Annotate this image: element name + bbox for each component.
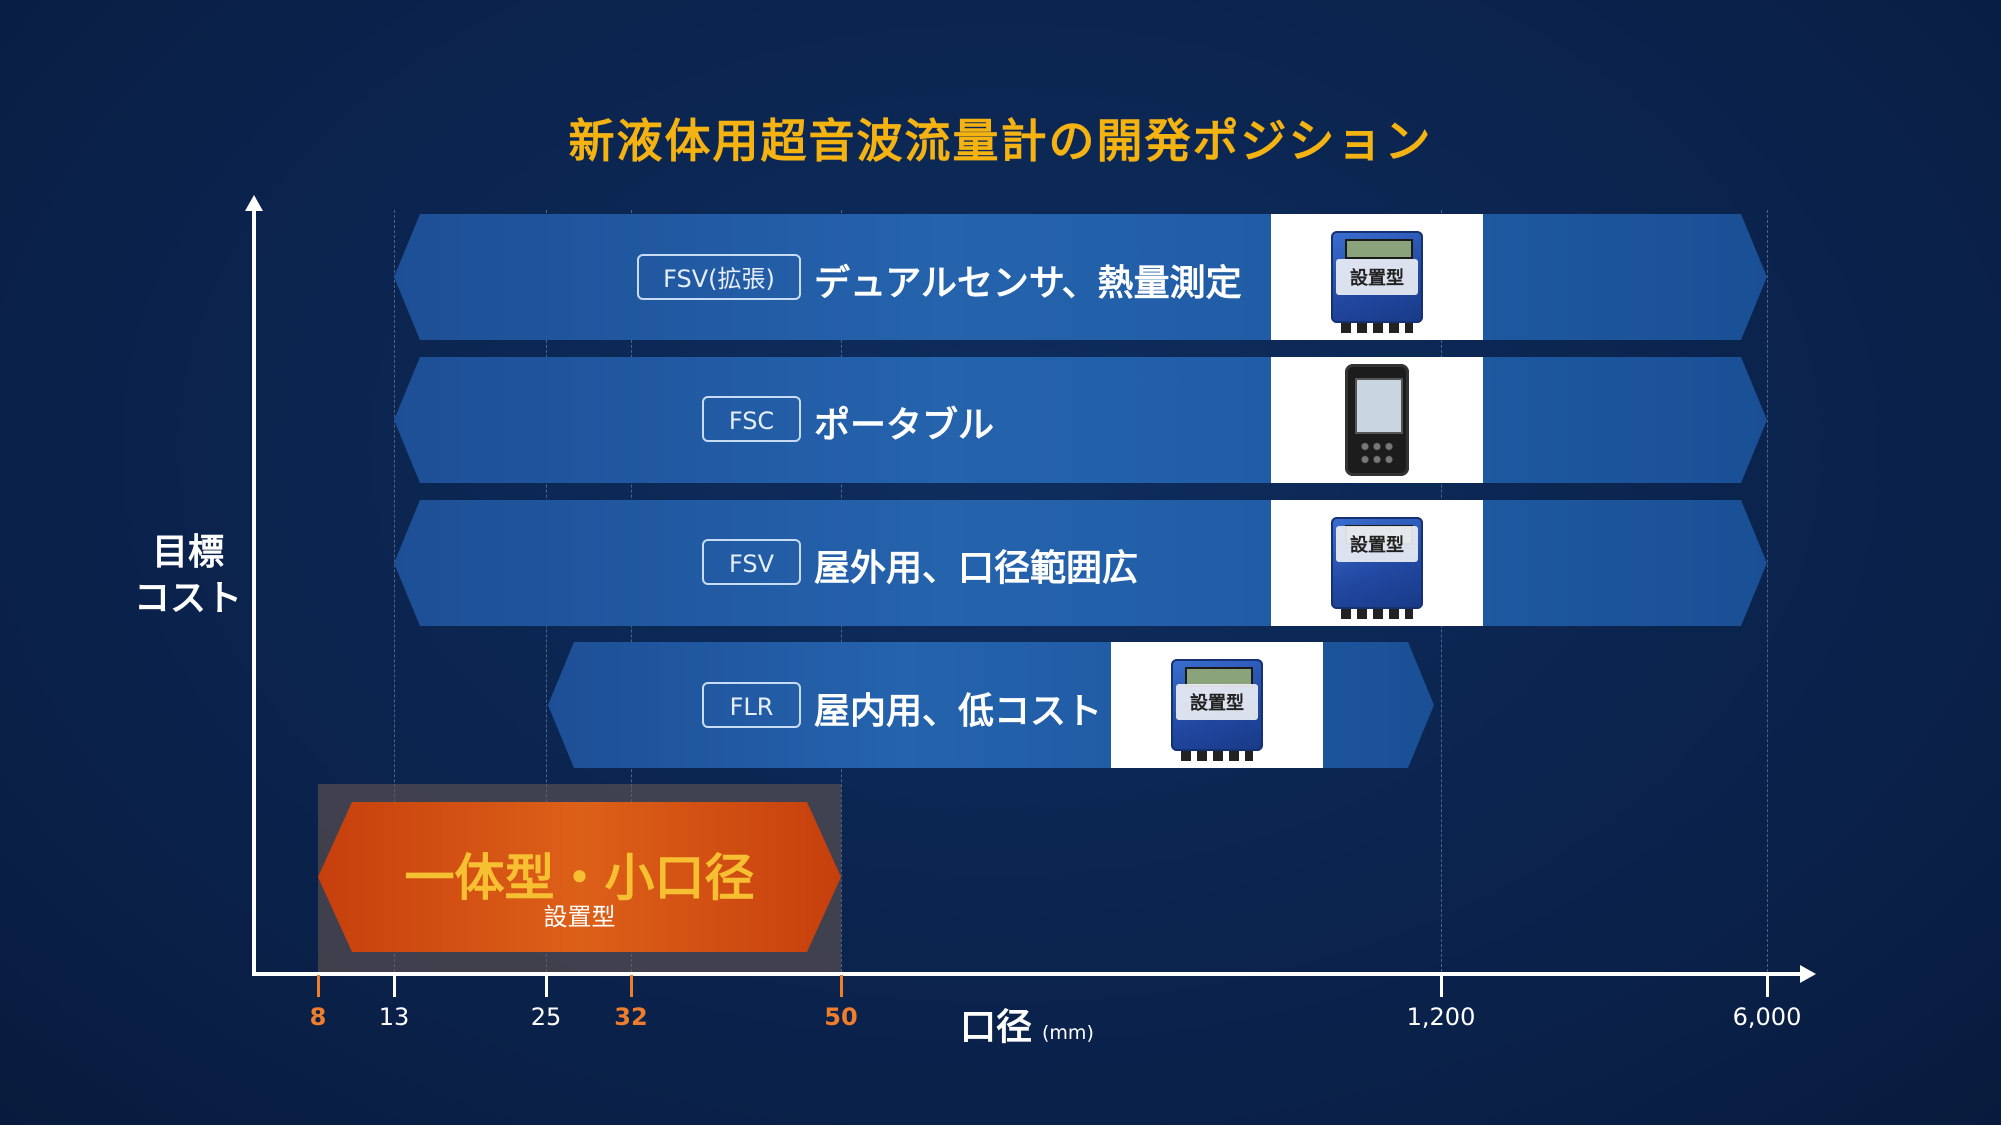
product-image-flr: 設置型 [1111,642,1323,768]
gridline-13 [394,210,395,972]
tick-mark-8 [317,975,320,997]
new-product-band [318,802,841,952]
gridline-6000 [1767,210,1768,972]
x-axis-label: 口径 (mm) [960,998,1094,1050]
y-axis-label-line1: 目標 [151,532,224,573]
tick-mark-13 [393,975,396,997]
tick-mark-32 [630,975,633,997]
y-axis-label-line2: コスト [133,578,242,619]
x-axis-arrow-icon [1800,965,1816,983]
tick-mark-50 [840,975,843,997]
diagram-title: 新液体用超音波流量計の開発ポジション [568,114,1433,168]
tick-mark-1200 [1440,975,1443,997]
y-axis-arrow-icon [245,195,263,211]
product-code-fsv-extended: FSV(拡張) [637,254,801,300]
tick-label-32: 32 [614,1003,648,1031]
product-image-fsv: 設置型 [1271,500,1483,626]
product-code-flr: FLR [702,682,801,728]
x-axis-unit: (mm) [1042,1022,1094,1044]
product-band-fsc [394,357,1767,483]
tick-mark-6000 [1766,975,1769,997]
tick-label-13: 13 [378,1003,410,1031]
new-product-title: 一体型・小口径 [404,849,755,907]
install-type-badge: 設置型 [1336,259,1418,295]
install-type-badge: 設置型 [1336,526,1418,563]
tick-label-6000: 6,000 [1732,1003,1802,1031]
tick-label-50: 50 [824,1003,858,1031]
product-code-fsc: FSC [702,396,801,442]
install-type-badge: 設置型 [1176,684,1258,721]
new-product-subtitle: 設置型 [543,903,616,931]
x-axis-label-text: 口径 [960,1007,1033,1048]
tick-mark-25 [545,975,548,997]
product-code-fsv: FSV [702,539,801,585]
y-axis-label: 目標 コスト [128,530,248,622]
product-image-fsv-extended: 設置型 [1271,214,1483,340]
tick-label-25: 25 [530,1003,562,1031]
tick-label-8: 8 [309,1003,327,1031]
product-band-fsv [394,500,1767,626]
x-axis-line [252,972,1808,976]
portable-handheld-icon [1345,364,1409,476]
y-axis-line [252,206,256,976]
tick-label-1200: 1,200 [1406,1003,1476,1031]
product-band-fsv-extended [394,214,1767,340]
product-desc-fsv: 屋外用、口径範囲広 [814,548,1139,589]
product-desc-fsc: ポータブル [814,405,995,446]
product-desc-fsv-extended: デュアルセンサ、熱量測定 [814,263,1242,304]
product-desc-flr: 屋内用、低コスト [814,691,1103,732]
product-image-fsc [1271,357,1483,483]
